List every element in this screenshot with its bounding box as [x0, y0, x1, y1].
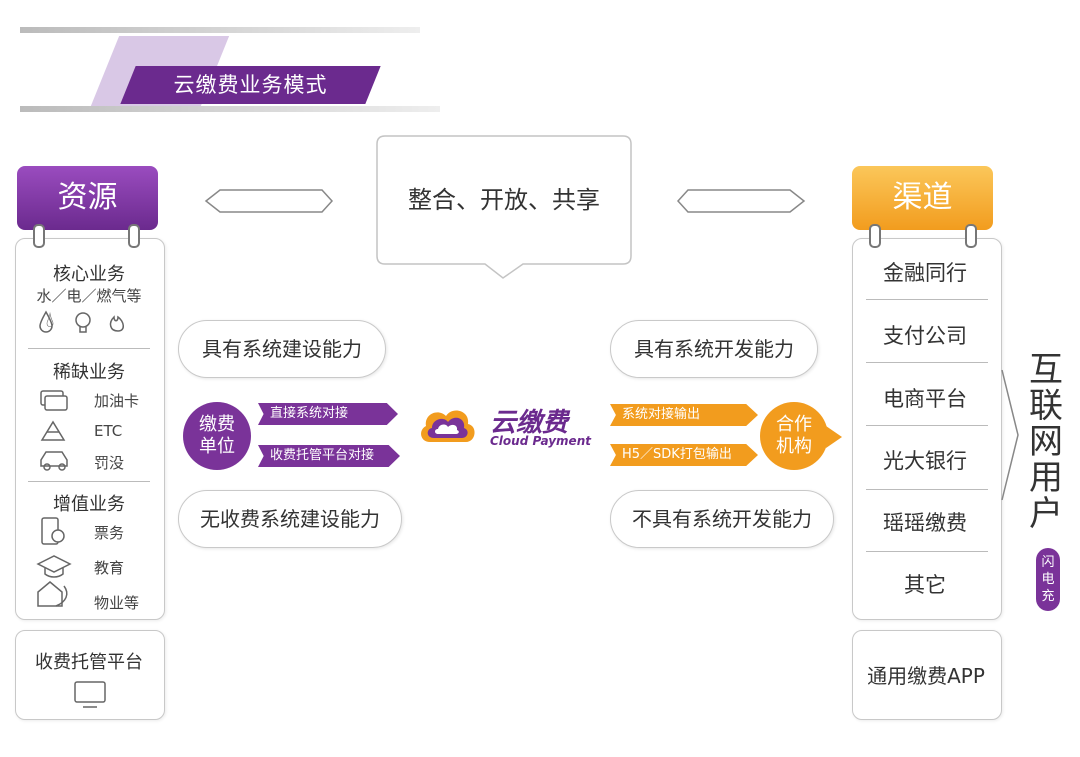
education-label: 教育: [94, 559, 125, 577]
payee-unit-circle: 缴费单位: [183, 402, 251, 470]
divider: [866, 299, 988, 300]
property-label: 物业等: [94, 594, 140, 612]
divider: [866, 551, 988, 552]
light-bulb-icon: [75, 312, 91, 328]
etc-label: ETC: [94, 422, 123, 440]
hosting-connect-tag: 收费托管平台对接: [258, 445, 400, 467]
divider: [866, 489, 988, 490]
payee-unit-label: 缴费单位: [199, 414, 235, 457]
divider: [866, 362, 988, 363]
internet-users-text: 互联网用户: [1029, 350, 1063, 534]
internet-users-label: 互联网用户: [1028, 352, 1068, 532]
partner-label: 合作机构: [776, 414, 812, 457]
users-bracket: [1001, 369, 1019, 501]
logo-chinese-name: 云缴费: [490, 408, 569, 438]
scarce-icons: [40, 390, 68, 471]
etc-gantry-icon: [40, 420, 66, 441]
partner-circle: 合作机构: [760, 402, 828, 470]
left-double-arrow: [204, 189, 334, 213]
divider: [866, 425, 988, 426]
flash-charge-text: 闪电充: [1041, 555, 1055, 604]
divider: [28, 481, 150, 482]
scarce-business-title: 稀缺业务: [53, 362, 125, 383]
fuel-card-label: 加油卡: [94, 392, 140, 410]
value-added-icons: [36, 517, 72, 607]
ticket-label: 票务: [94, 524, 125, 542]
core-business-title: 核心业务: [53, 264, 125, 285]
cloud-payment-logo-icon: [421, 410, 475, 442]
system-output-tag: 系统对接输出: [610, 404, 758, 426]
hosting-platform-box: [15, 630, 165, 720]
channel-item: 其它: [904, 573, 946, 597]
channel-item: 光大银行: [883, 449, 967, 473]
channel-item: 支付公司: [883, 324, 967, 348]
flame-icon: [109, 315, 124, 332]
page-title: 云缴费业务模式: [173, 73, 328, 97]
title-band-top: [20, 27, 420, 33]
h5-sdk-output-tag: H5／SDK打包输出: [610, 444, 758, 466]
resources-header: 资源: [17, 166, 158, 230]
core-business-sub: 水／电／燃气等: [36, 287, 142, 305]
logo-english-name: Cloud Payment: [490, 434, 591, 448]
has-system-building-capability: 具有系统建设能力: [178, 320, 386, 378]
binder-ring: [128, 224, 140, 248]
center-slogan: 整合、开放、共享: [408, 186, 600, 214]
hosting-platform-label: 收费托管平台: [35, 652, 143, 673]
no-system-building-capability: 无收费系统建设能力: [178, 490, 402, 548]
title-band-bottom: [20, 106, 440, 112]
has-dev-capability: 具有系统开发能力: [610, 320, 818, 378]
right-double-arrow: [676, 189, 806, 213]
utility-icons: [39, 310, 124, 333]
car-icon: [40, 451, 68, 467]
channels-header: 渠道: [852, 166, 993, 230]
binder-ring: [869, 224, 881, 248]
graduation-cap-icon: [36, 555, 72, 573]
water-drop-icon: [39, 310, 53, 333]
fine-label: 罚没: [94, 454, 125, 472]
no-dev-capability: 不具有系统开发能力: [610, 490, 834, 548]
binder-ring: [965, 224, 977, 248]
channels-panel: [852, 238, 1002, 620]
channel-item: 瑶瑶缴费: [883, 511, 967, 535]
value-added-title: 增值业务: [53, 494, 125, 515]
resources-panel: [15, 238, 165, 620]
flash-charge-badge: 闪电充: [1036, 548, 1060, 611]
general-app-box: [852, 630, 1002, 720]
speech-bubble: [376, 135, 632, 279]
general-app-label: 通用缴费APP: [867, 664, 985, 688]
binder-ring: [33, 224, 45, 248]
channel-item: 电商平台: [883, 387, 967, 411]
property-house-icon: [37, 581, 63, 607]
monitor-icon: [74, 681, 106, 708]
partner-arrow-icon: [826, 426, 842, 448]
channel-item: 金融同行: [883, 261, 967, 285]
divider: [28, 348, 150, 349]
direct-connect-tag: 直接系统对接: [258, 403, 398, 425]
